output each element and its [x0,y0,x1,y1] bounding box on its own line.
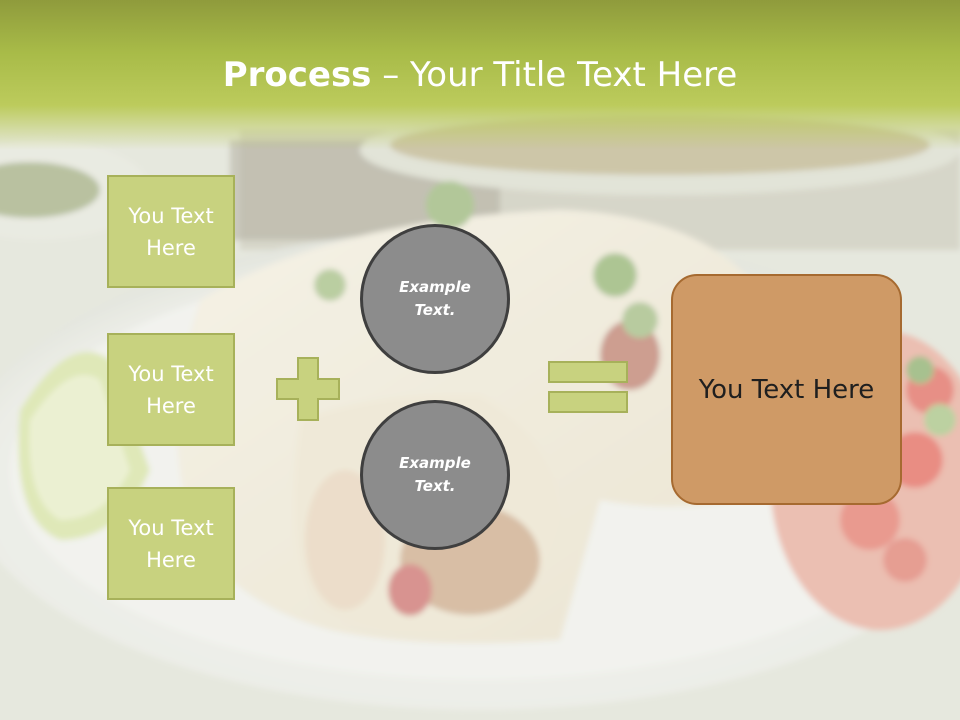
result-box[interactable]: You Text Here [671,274,902,505]
example-circle-1[interactable]: Example Text. [360,224,510,374]
title-bold: Process [222,55,372,95]
text-box-label: You Text Here [128,361,214,418]
result-label: You Text Here [698,374,875,405]
example-circle-2[interactable]: Example Text. [360,400,510,550]
title-band [0,0,960,150]
circle-label: Example Text. [399,454,471,495]
text-box-3[interactable]: You Text Here [107,487,235,600]
text-box-2[interactable]: You Text Here [107,333,235,446]
text-box-label: You Text Here [128,203,214,260]
text-box-label: You Text Here [128,515,214,572]
circle-label: Example Text. [399,278,471,319]
plus-icon [276,357,340,421]
text-box-1[interactable]: You Text Here [107,175,235,288]
slide-title: Process – Your Title Text Here [0,52,960,98]
equals-icon [548,361,628,413]
title-rest: – Your Title Text Here [371,55,738,95]
